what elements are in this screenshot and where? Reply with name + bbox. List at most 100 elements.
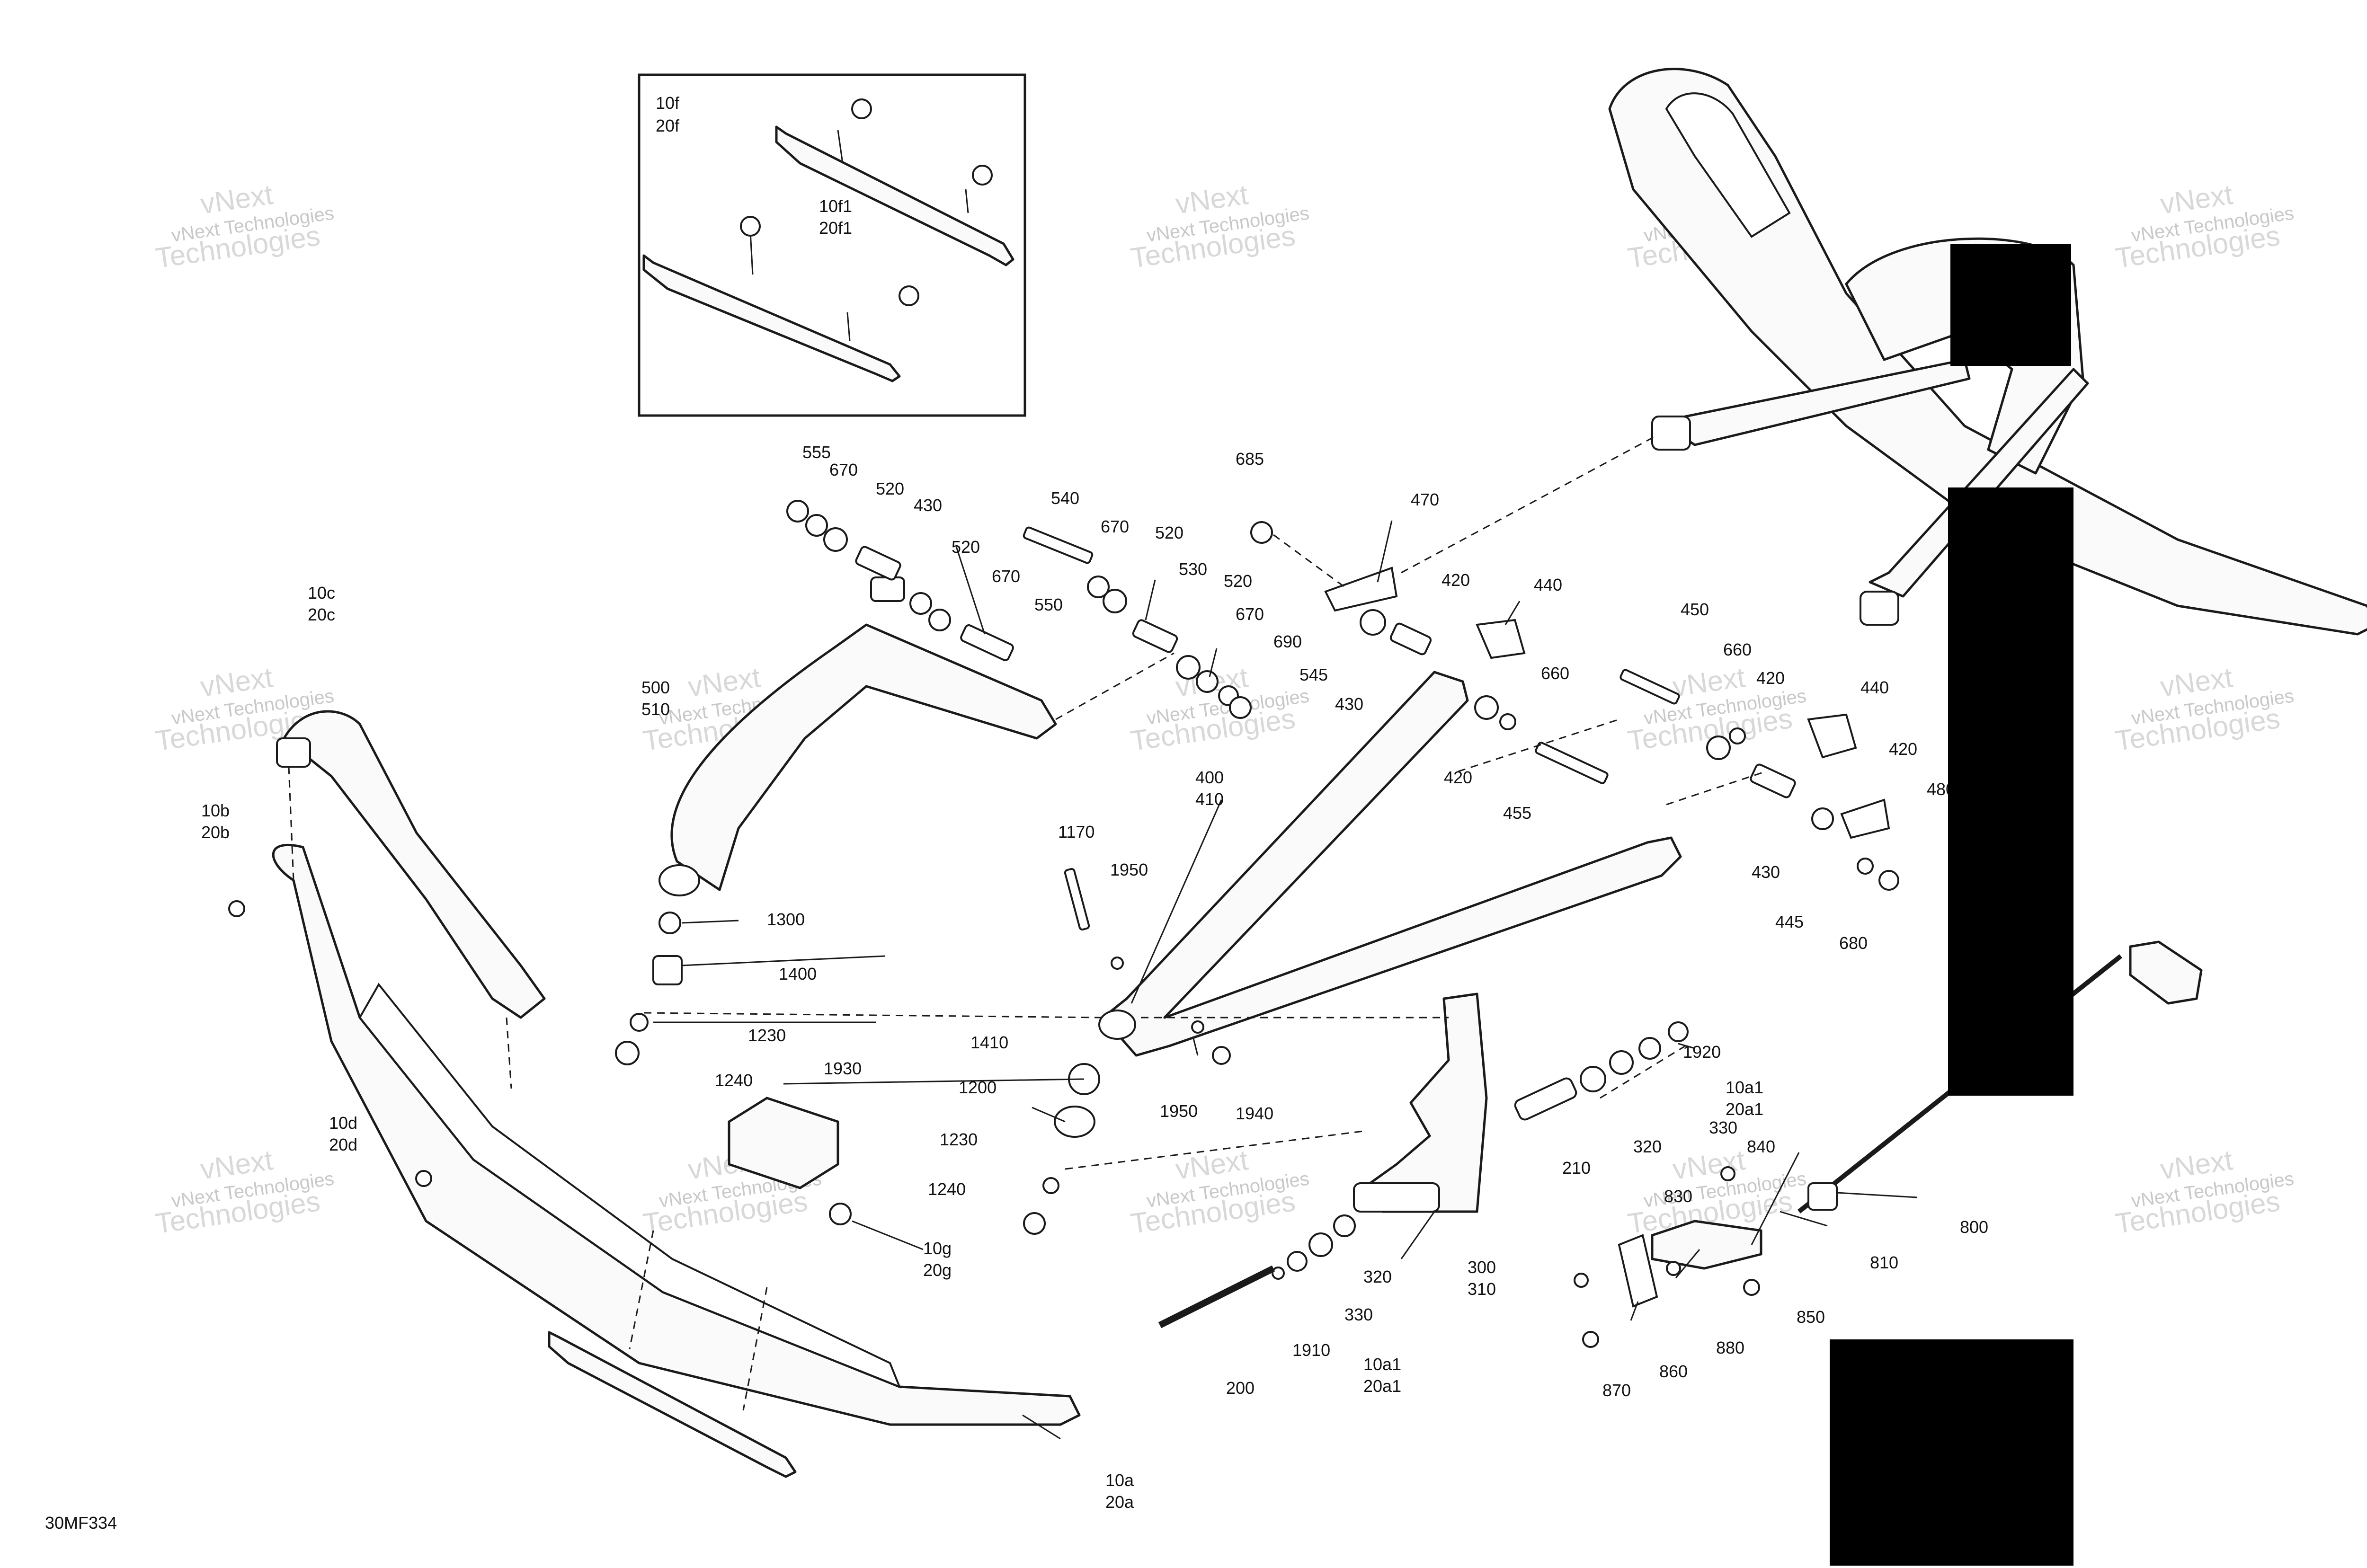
callout-1240: 1240 — [928, 1179, 966, 1199]
callout-1300: 1300 — [767, 910, 805, 929]
tie-rod — [1618, 940, 2203, 1308]
ski-handle-mount — [276, 737, 311, 768]
lower-a-arm-ball — [1098, 1010, 1136, 1040]
callout-420: 420 — [1442, 570, 1470, 590]
ski-exploded — [228, 710, 1081, 1478]
redaction-block-2 — [1948, 487, 2073, 1096]
callout-20b: 20b — [201, 823, 230, 842]
arm-end-upper — [1651, 416, 1691, 451]
callout-10a1: 10a1 — [1726, 1078, 1763, 1097]
ski-body — [272, 844, 1081, 1426]
callout-860: 860 — [1659, 1362, 1688, 1381]
upper-a-arm — [658, 576, 1057, 896]
callout-1940: 1940 — [1236, 1104, 1273, 1123]
leader-lines — [653, 520, 1918, 1440]
callout-520: 520 — [876, 479, 904, 498]
callout-20a1: 20a1 — [1363, 1376, 1401, 1396]
callout-430: 430 — [1752, 862, 1780, 882]
hardware — [615, 500, 1899, 1348]
callout-670: 670 — [1236, 604, 1264, 624]
callout-10f1: 10f1 — [819, 196, 852, 216]
callout-670: 670 — [992, 567, 1020, 586]
callout-20a: 20a — [1105, 1492, 1134, 1512]
callout-440: 440 — [1860, 678, 1889, 697]
plate-860 — [1618, 1234, 1658, 1308]
callout-10a: 10a — [1105, 1471, 1134, 1490]
inset-runners: 10f 20f — [638, 73, 1026, 417]
callout-680: 680 — [1839, 933, 1868, 953]
bushing-430 — [870, 576, 905, 602]
upper-a-arm-ball — [658, 864, 700, 896]
callout-20a1: 20a1 — [1726, 1099, 1763, 1119]
callout-10g: 10g — [923, 1239, 952, 1258]
callout-1920: 1920 — [1683, 1042, 1721, 1062]
callout-410: 410 — [1195, 789, 1224, 809]
callout-1930: 1930 — [824, 1059, 862, 1078]
callout-445: 445 — [1775, 912, 1804, 931]
spindle-foot — [1353, 1182, 1440, 1213]
inset-label-2: 20f — [656, 116, 680, 135]
callout-1950: 1950 — [1110, 860, 1148, 879]
upper-a-arm-body — [670, 623, 1057, 891]
callout-550: 550 — [1034, 595, 1063, 614]
spindle-body — [1362, 992, 1488, 1213]
redaction-block-3 — [1830, 1339, 2073, 1566]
callout-850: 850 — [1797, 1307, 1825, 1327]
nut-10g — [829, 1203, 852, 1225]
runner-nut — [851, 98, 872, 119]
callout-545: 545 — [1299, 665, 1328, 684]
ski-handle — [283, 710, 546, 1019]
alignment-lines — [643, 434, 1766, 1170]
callout-670: 670 — [829, 460, 858, 479]
figure-id: 30MF334 — [45, 1513, 117, 1533]
ski-rib — [358, 983, 901, 1389]
callout-1950: 1950 — [1160, 1101, 1198, 1121]
callout-1170: 1170 — [1058, 822, 1095, 842]
tie-rod-bushing — [1807, 1182, 1838, 1211]
callout-530: 530 — [1179, 559, 1207, 579]
inset-frame — [638, 73, 1026, 417]
spindle — [1353, 992, 1488, 1213]
ski-handle-assembled — [1665, 92, 1791, 238]
callout-500: 500 — [641, 678, 670, 697]
callout-1400: 1400 — [779, 964, 817, 983]
callout-520: 520 — [952, 537, 980, 557]
callout-1230: 1230 — [940, 1130, 978, 1149]
callout-200: 200 — [1226, 1378, 1255, 1398]
callout-810: 810 — [1870, 1253, 1898, 1272]
callout-320: 320 — [1633, 1137, 1662, 1156]
callout-330: 330 — [1709, 1118, 1737, 1137]
callout-420: 420 — [1889, 739, 1917, 759]
callout-470: 470 — [1411, 490, 1439, 509]
callout-420: 420 — [1756, 668, 1785, 688]
callout-20c: 20c — [308, 605, 335, 624]
arm-end-lower — [1860, 591, 1899, 626]
ski-pad-1930 — [728, 1097, 839, 1189]
callout-870: 870 — [1602, 1381, 1631, 1400]
callout-10a1: 10a1 — [1363, 1355, 1401, 1374]
runner-lower — [642, 254, 901, 382]
callout-510: 510 — [641, 700, 670, 719]
callout-670: 670 — [1101, 517, 1129, 536]
bolt-10d — [415, 1170, 432, 1187]
callout-800: 800 — [1960, 1217, 1988, 1237]
callout-430: 430 — [1335, 694, 1363, 714]
callout-10b: 10b — [201, 801, 230, 820]
callout-660: 660 — [1541, 664, 1569, 683]
ski-runner — [548, 1331, 797, 1478]
callout-520: 520 — [1224, 571, 1252, 591]
callout-685: 685 — [1236, 449, 1264, 469]
callout-310: 310 — [1468, 1279, 1496, 1299]
callout-440: 440 — [1534, 575, 1562, 594]
runner-nut — [740, 216, 761, 237]
callout-450: 450 — [1681, 600, 1709, 619]
